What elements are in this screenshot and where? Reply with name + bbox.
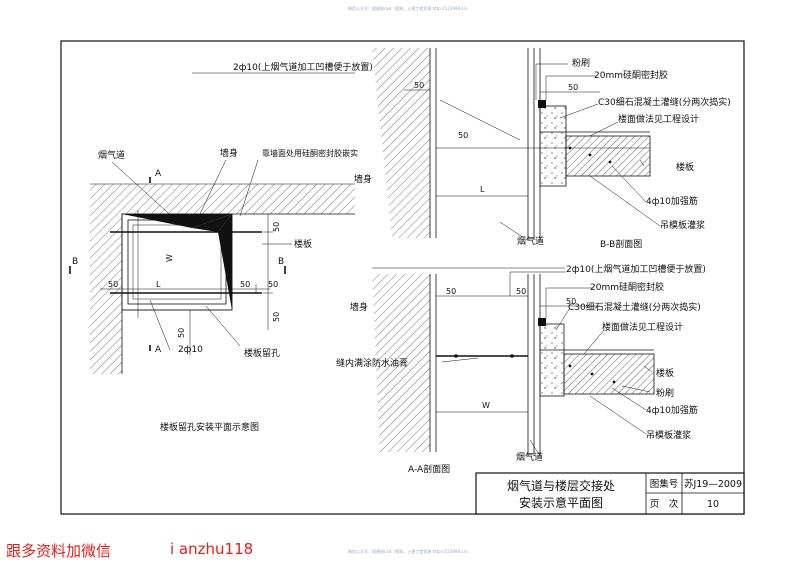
bb-c30-label: C30细石混凝土灌缝(分两次捣实) (598, 96, 731, 108)
bb-dim-50-left: 50 (414, 81, 424, 90)
page-value: 10 (707, 499, 719, 510)
aa-wall-label: 墙身 (350, 301, 368, 313)
bb-floor-finish-label: 楼面做法见工程设计 (618, 113, 699, 125)
aa-waterproof-label: 缝内满涂防水油膏 (336, 357, 408, 369)
bb-grout-label: 吊模板灌浆 (660, 219, 705, 231)
plan-caption: 楼板留孔安装平面示意图 (160, 421, 259, 433)
aa-dim-W: W (482, 401, 490, 410)
plan-view (69, 159, 355, 374)
plan-dim-50-v1: 50 (272, 222, 281, 232)
bb-plaster-label: 粉刷 (572, 57, 590, 69)
footer-right-text: i anzhu118 (170, 540, 254, 558)
aa-rebar-label: 4ф10加强筋 (646, 404, 698, 416)
bb-dim-50-right: 50 (568, 83, 578, 92)
plan-section-a-top: A (155, 169, 162, 179)
aa-slab-label: 楼板 (656, 367, 674, 379)
aa-dim-50-mid: 50 (516, 287, 526, 296)
aa-plaster-label: 粉刷 (656, 387, 674, 399)
aa-top-note: 2ф10(上烟气道加工凹槽便于放置) (566, 263, 706, 275)
section-aa-view (372, 267, 655, 457)
plan-dim-W: W (165, 254, 174, 262)
plan-slab-label: 楼板 (294, 238, 312, 250)
aa-dim-50-right: 50 (566, 297, 576, 306)
bb-wall-label: 墙身 (354, 173, 372, 185)
aa-grout-label: 吊模板灌浆 (646, 429, 691, 441)
title-line-1: 烟气道与楼层交接处 (507, 478, 615, 493)
plan-flue-label: 烟气道 (98, 149, 125, 161)
plan-rebar-label: 2ф10 (178, 345, 203, 355)
bb-dim-L: L (480, 185, 485, 194)
plan-dim-50-far: 50 (268, 280, 278, 289)
watermark-bottom: 微信公众号：搜建筑cad（搜筑，土建工程资源 http://123999.cn） (348, 548, 470, 554)
plan-wall-label: 墙身 (220, 147, 238, 159)
plan-section-b-right: B (278, 257, 284, 267)
title-block (475, 472, 745, 515)
title-line-2: 安装示意平面图 (519, 495, 603, 510)
bb-dim-50-mid: 50 (458, 131, 468, 140)
plan-dim-50-v2: 50 (272, 312, 281, 322)
aa-flue-label: 烟气道 (516, 451, 543, 463)
aa-c30-label: C30细石混凝土灌缝(分两次捣实) (568, 301, 701, 313)
plan-sealant-note: 靠墙面处用硅酮密封胶嵌实 (262, 148, 358, 158)
plan-section-b-left: B (72, 257, 78, 267)
plan-section-a-bottom: A (155, 345, 162, 355)
plan-hole-label: 楼板留孔 (244, 347, 280, 359)
bb-sealant-label: 20mm硅酮密封胶 (594, 69, 668, 81)
plan-dim-50-right: 50 (240, 280, 250, 289)
sheet-frame (60, 40, 745, 515)
aa-caption: A-A剖面图 (408, 463, 450, 475)
atlas-value: 苏J19—2009 (684, 478, 742, 490)
bb-flue-label: 烟气道 (517, 235, 544, 247)
bb-caption: B-B剖面图 (600, 238, 642, 250)
plan-top-rebar-note: 2ф10(上烟气道加工凹槽便于放置) (233, 61, 373, 73)
aa-sealant-label: 20mm硅酮密封胶 (590, 281, 664, 293)
watermark-top: 微信公众号：搜建筑cad（搜筑，土建工程资源 http://123999.cn） (348, 5, 470, 11)
page-label: 页 次 (650, 498, 679, 510)
plan-dim-50-v3: 50 (177, 328, 186, 338)
aa-dim-50-left: 50 (446, 287, 456, 296)
plan-dim-50-left: 50 (108, 280, 118, 289)
atlas-label: 图集号 (650, 478, 679, 490)
aa-floor-finish-label: 楼面做法见工程设计 (602, 321, 683, 333)
bb-rebar-label: 4ф10加强筋 (646, 195, 698, 207)
bb-slab-label: 楼板 (676, 161, 694, 173)
plan-dim-L: L (156, 280, 161, 289)
footer-left-text: 跟多资料加微信 (6, 542, 112, 560)
section-bb-view (372, 48, 661, 240)
